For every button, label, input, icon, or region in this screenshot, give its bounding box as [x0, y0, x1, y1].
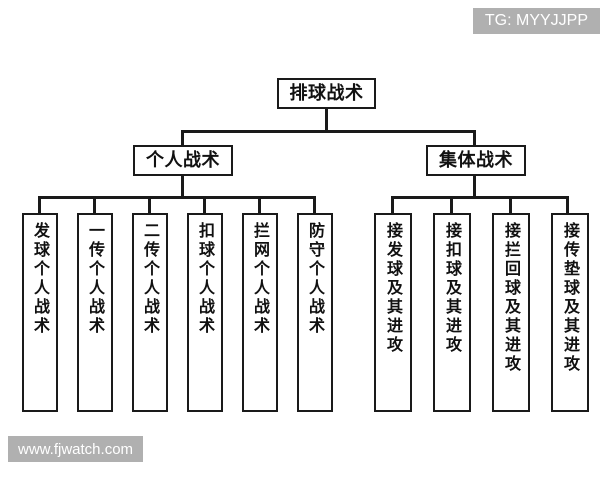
node-leaf-team-3-label: 接传垫球及其进攻 [561, 222, 580, 374]
node-leaf-individual-3: 扣球个人战术 [187, 213, 223, 412]
connector-leaf-drop-l1 [93, 196, 96, 214]
node-leaf-individual-2-label: 二传个人战术 [141, 222, 160, 336]
node-leaf-individual-2: 二传个人战术 [132, 213, 168, 412]
node-leaf-individual-5: 防守个人战术 [297, 213, 333, 412]
connector-level1-bus [181, 130, 475, 133]
node-leaf-team-1-label: 接扣球及其进攻 [443, 222, 462, 355]
connector-individual-stem [181, 176, 184, 198]
node-leaf-individual-3-label: 扣球个人战术 [196, 222, 215, 336]
connector-leaf-drop-l3 [203, 196, 206, 214]
connector-individual-bus [38, 196, 315, 199]
node-leaf-team-1: 接扣球及其进攻 [433, 213, 471, 412]
node-leaf-individual-4-label: 拦网个人战术 [251, 222, 270, 336]
node-leaf-team-0-label: 接发球及其进攻 [384, 222, 403, 355]
watermark-bottom-left-text: www.fjwatch.com [18, 440, 134, 458]
connector-team-stem [473, 176, 476, 198]
node-leaf-individual-4: 拦网个人战术 [242, 213, 278, 412]
node-leaf-individual-5-label: 防守个人战术 [306, 222, 325, 336]
node-branch-team-label: 集体战术 [439, 149, 513, 171]
node-leaf-team-2: 接拦回球及其进攻 [492, 213, 530, 412]
connector-leaf-drop-l5 [313, 196, 316, 214]
node-root-label: 排球战术 [289, 82, 364, 104]
node-branch-individual: 个人战术 [133, 145, 233, 176]
node-branch-individual-label: 个人战术 [146, 149, 220, 171]
connector-leaf-drop-r1 [450, 196, 453, 214]
node-leaf-individual-0-label: 发球个人战术 [31, 222, 50, 336]
node-leaf-team-0: 接发球及其进攻 [374, 213, 412, 412]
node-root: 排球战术 [277, 78, 376, 109]
node-leaf-individual-0: 发球个人战术 [22, 213, 58, 412]
connector-leaf-drop-r0 [391, 196, 394, 214]
connector-leaf-drop-l0 [38, 196, 41, 214]
connector-root-stem [325, 109, 328, 131]
connector-leaf-drop-l2 [148, 196, 151, 214]
node-leaf-team-2-label: 接拦回球及其进攻 [502, 222, 521, 374]
node-leaf-individual-1: 一传个人战术 [77, 213, 113, 412]
watermark-bottom-left: www.fjwatch.com [8, 436, 144, 462]
connector-leaf-drop-l4 [258, 196, 261, 214]
node-leaf-individual-1-label: 一传个人战术 [86, 222, 105, 336]
connector-team-bus [391, 196, 569, 199]
connector-leaf-drop-r3 [566, 196, 569, 214]
node-leaf-team-3: 接传垫球及其进攻 [551, 213, 589, 412]
connector-drop-team [473, 130, 476, 146]
connector-leaf-drop-r2 [509, 196, 512, 214]
connector-drop-individual [181, 130, 184, 146]
watermark-top-right-text: TG: MYYJJPP [484, 12, 588, 29]
watermark-top-right: TG: MYYJJPP [472, 8, 600, 34]
node-branch-team: 集体战术 [426, 145, 526, 176]
